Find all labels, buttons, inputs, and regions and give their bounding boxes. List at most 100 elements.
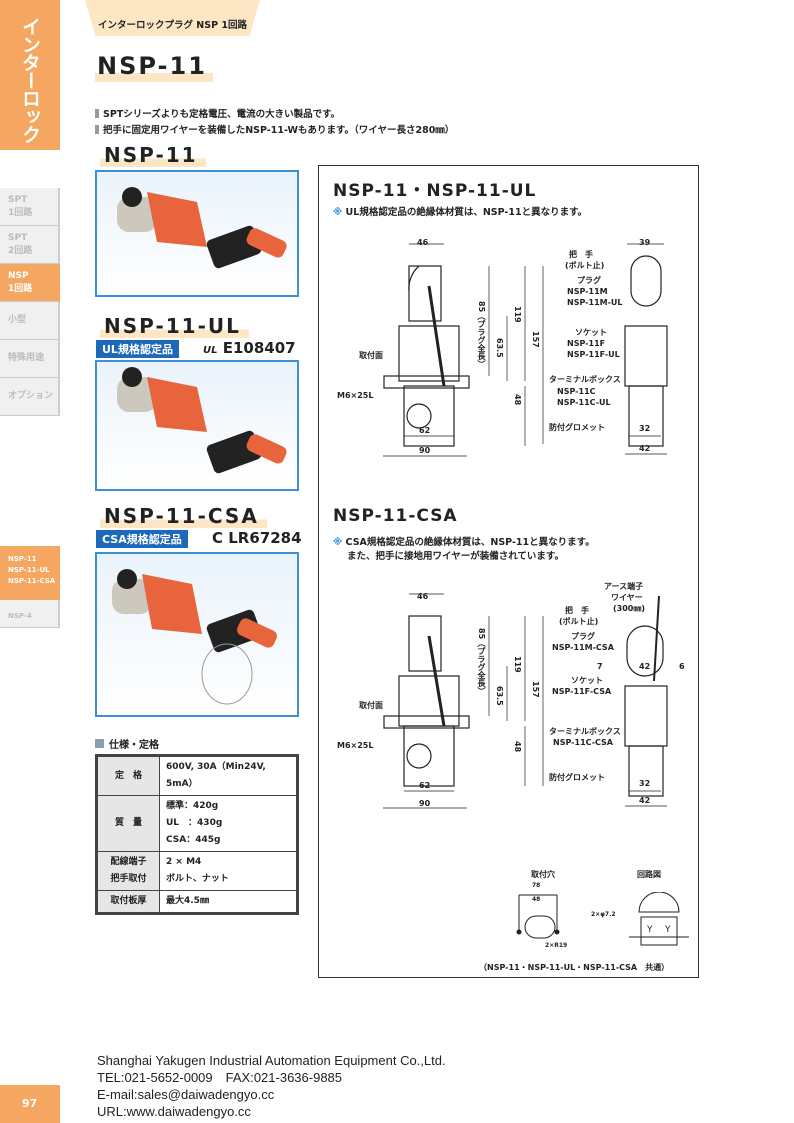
connector-illustration	[117, 367, 287, 474]
dim-label: 46	[417, 592, 429, 601]
callout: NSP-11C-UL	[557, 398, 611, 407]
product-photo	[95, 552, 299, 717]
sub-nav-nsp4[interactable]: NSP-4	[0, 600, 60, 628]
dim-label: 2×φ7.2	[591, 911, 616, 918]
table-row: 取付板厚最大4.5㎜	[97, 890, 297, 913]
callout: ワイヤー	[611, 593, 643, 602]
cert-badge: UL規格認定品	[96, 340, 179, 358]
nav-option[interactable]: オプション	[0, 378, 60, 416]
dim-label: 119	[513, 306, 522, 323]
cert-text: E108407	[222, 339, 296, 357]
sub-nav-current[interactable]: NSP-11 NSP-11-UL NSP-11-CSA	[0, 546, 60, 600]
dim-label: 42	[639, 796, 651, 805]
nav-nsp-1[interactable]: NSP 1回路	[0, 264, 60, 302]
svg-text:Y: Y	[646, 925, 653, 935]
callout: ソケット	[571, 676, 603, 685]
callout: 取付面	[359, 701, 383, 710]
dim-label: 63.5	[495, 686, 504, 706]
product-title: NSP-11-UL	[100, 314, 249, 338]
contact-phone: TEL:021-5652-0009 FAX:021-3636-9885	[97, 1070, 343, 1085]
drawing-nsp11	[383, 243, 668, 457]
callout: M6×25L	[337, 741, 374, 750]
contact-url[interactable]: URL:www.daiwadengyo.cc	[97, 1104, 251, 1119]
callout: (ボルト止)	[559, 617, 599, 626]
dim-label: 85（プラグ全長）	[477, 301, 486, 369]
callout: NSP-11M-CSA	[552, 643, 614, 652]
dim-label: 90	[419, 446, 431, 455]
drawing-note: ※ CSA規格認定品の絶縁体材質は、NSP-11と異なります。また、把手に接地用…	[333, 537, 595, 562]
callout: プラグ	[577, 276, 601, 285]
callout: NSP-11F	[567, 339, 606, 348]
csa-mark-icon: C	[212, 529, 224, 547]
dim-label: 157	[531, 331, 540, 348]
dim-label: 85（プラグ全長）	[477, 628, 486, 696]
svg-text:Y: Y	[664, 925, 671, 935]
contact-email[interactable]: E-mail:sales@daiwadengyo.cc	[97, 1087, 275, 1102]
sub-item: NSP-11-UL	[8, 566, 50, 574]
dim-label: 78	[532, 882, 541, 889]
callout: (ボルト止)	[565, 261, 605, 270]
callout: (300㎜)	[613, 604, 646, 613]
dim-label: 32	[639, 779, 651, 788]
breadcrumb: インターロックプラグ NSP 1回路	[85, 0, 260, 36]
company-name: Shanghai Yakugen Industrial Automation E…	[97, 1053, 446, 1068]
category-label: インターロックプラグ	[0, 0, 60, 150]
specs-heading: 仕様・定格	[95, 736, 159, 751]
feature-bullet: SPTシリーズよりも定格電圧、電流の大きい製品です。	[95, 106, 340, 120]
connector-illustration	[112, 569, 277, 705]
dim-label: 46	[417, 238, 429, 247]
drawing-note: ※ UL規格認定品の絶縁体材質は、NSP-11と異なります。	[333, 207, 588, 218]
callout: ソケット	[575, 328, 607, 337]
callout: NSP-11M	[567, 287, 608, 296]
cert-badge: CSA規格認定品	[96, 530, 188, 548]
cert-number: C LR67284	[212, 529, 302, 547]
dim-label: 42	[639, 662, 651, 671]
dim-label: 157	[531, 681, 540, 698]
drawing-title: NSP-11・NSP-11-UL	[333, 181, 537, 201]
callout: NSP-11F-UL	[567, 350, 620, 359]
dim-label: 48	[513, 394, 522, 406]
dim-label: 62	[419, 426, 431, 435]
page-number: 97	[0, 1085, 60, 1123]
dimension-drawings: NSP-11・NSP-11-UL ※ UL規格認定品の絶縁体材質は、NSP-11…	[318, 165, 699, 978]
dim-label: 63.5	[495, 338, 504, 358]
nav-small[interactable]: 小型	[0, 302, 60, 340]
callout: 防付グロメット	[549, 423, 605, 432]
dim-label: 42	[639, 444, 651, 453]
nav-spt-2[interactable]: SPT 2回路	[0, 226, 60, 264]
callout: 取付面	[359, 351, 383, 360]
callout: NSP-11C	[557, 387, 596, 396]
nav-spt-1[interactable]: SPT 1回路	[0, 188, 60, 226]
sub-item: NSP-11	[8, 555, 37, 563]
product-title: NSP-11-CSA	[100, 504, 267, 528]
product-photo	[95, 360, 299, 491]
callout: アース端子	[604, 582, 644, 591]
dim-label: 2×R19	[545, 942, 568, 949]
connector-illustration	[117, 187, 287, 269]
drawing-title: NSP-11-CSA	[333, 506, 458, 526]
drawing-nsp11-csa	[383, 593, 668, 809]
nav-special[interactable]: 特殊用途	[0, 340, 60, 378]
feature-bullet: 把手に固定用ワイヤーを装備したNSP-11-Wもあります。（ワイヤー長さ280㎜…	[95, 122, 454, 136]
dim-label: 32	[639, 424, 651, 433]
dim-label: 6	[679, 662, 685, 671]
cert-number: UL E108407	[203, 339, 296, 357]
dim-label: 39	[639, 238, 651, 247]
dim-label: 119	[513, 656, 522, 673]
cert-text: LR67284	[228, 529, 302, 547]
callout: ターミナルボックス	[549, 727, 621, 736]
mounting-hole-title: 取付穴	[531, 870, 555, 879]
product-photo	[95, 170, 299, 297]
sub-item: NSP-11-CSA	[8, 577, 56, 585]
spec-value: 最大4.5㎜	[159, 890, 297, 913]
common-note: （NSP-11・NSP-11-UL・NSP-11-CSA 共通）	[479, 963, 670, 972]
spec-label: 配線端子把手取付	[97, 851, 160, 891]
page-title: NSP-11	[95, 52, 213, 82]
